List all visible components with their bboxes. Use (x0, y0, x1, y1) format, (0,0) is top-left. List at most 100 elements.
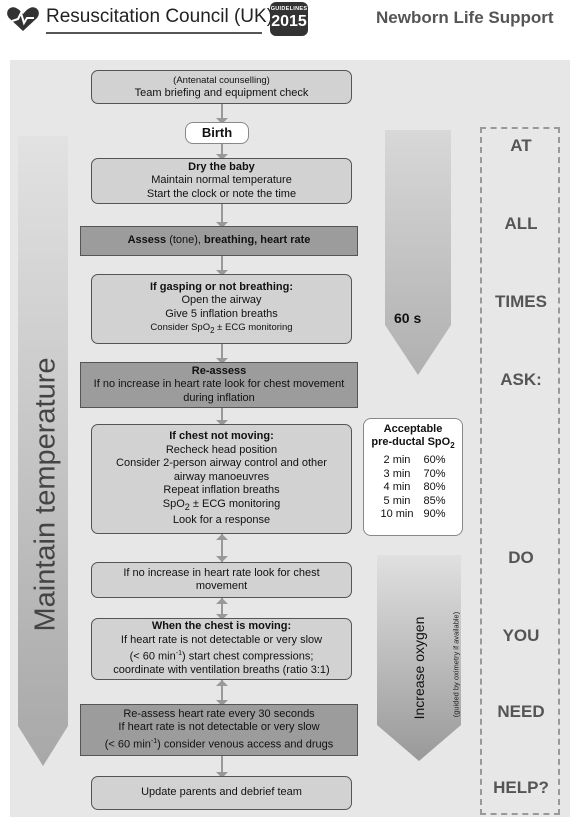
ask-word: ALL (504, 214, 538, 233)
sixty-seconds-label: 60 s (394, 310, 422, 326)
box-text: 2 (210, 325, 215, 335)
table-cell: 4 min (383, 481, 411, 494)
box-text: Open the airway (181, 294, 262, 307)
ask-for-help-column (480, 127, 560, 815)
chest-moving-box: When the chest is moving: If heart rate … (91, 618, 352, 680)
box-text: Give 5 inflation breaths (165, 307, 278, 320)
table-cell: 10 min (380, 508, 414, 521)
maintain-temperature-label: Maintain temperature (29, 357, 62, 632)
box-text: Consider 2-person airway control and oth… (116, 457, 327, 470)
team-briefing-box: (Antenatal counselling) Team briefing an… (91, 70, 352, 104)
connector (221, 204, 223, 226)
connector (221, 104, 223, 122)
not-breathing-box: If gasping or not breathing: Open the ai… (91, 274, 352, 344)
page-title: Newborn Life Support (376, 8, 554, 27)
look-chest-box: If no increase in heart rate look for ch… (91, 562, 352, 598)
connector (221, 256, 223, 274)
box-text: Team briefing and equipment check (134, 87, 309, 99)
dry-baby-box: Dry the baby Maintain normal temperature… (91, 158, 352, 204)
box-text: Repeat inflation breaths (163, 484, 280, 497)
increase-oxygen-label: Increase oxygen (411, 616, 427, 720)
header-divider (46, 32, 262, 34)
badge-label: GUIDELINES (270, 6, 308, 12)
connector (221, 144, 223, 158)
box-text: ± ECG monitoring (214, 322, 293, 334)
box-text: (< 60 min (104, 738, 151, 751)
box-text: Maintain normal temperature (151, 174, 292, 187)
box-text: (< 60 min (129, 650, 176, 663)
box-text: breathing, heart rate (204, 234, 311, 247)
table-cell: 80% (423, 481, 446, 494)
table-row: 4 min 80% (375, 481, 450, 495)
box-text: If heart rate is not detectable or very … (120, 633, 323, 646)
box-text: If heart rate is not detectable or very … (118, 721, 320, 734)
table-cell: 90% (423, 508, 446, 521)
box-text: If no increase in heart rate look for ch… (123, 566, 320, 579)
box-text: SpO (162, 497, 185, 510)
table-cell: 85% (423, 494, 446, 507)
box-text: ) consider venous access and drugs (157, 738, 334, 751)
box-text: Update parents and debrief team (141, 786, 302, 799)
ask-word: HELP? (493, 778, 549, 797)
box-text: (tone), (166, 234, 205, 247)
maintain-temperature-label-wrap: Maintain temperature (30, 290, 62, 690)
table-cell: 3 min (383, 467, 411, 480)
box-text: movement (195, 580, 248, 592)
connector (221, 598, 223, 618)
connector (221, 680, 223, 704)
connector (221, 408, 223, 424)
reassess-box: Re-assess If no increase in heart rate l… (80, 362, 358, 408)
increase-oxygen-arrow (377, 555, 461, 761)
table-row: 3 min 70% (375, 468, 450, 482)
ask-word: TIMES (495, 292, 547, 311)
ask-word: NEED (497, 702, 545, 721)
box-text: -1 (175, 650, 182, 658)
connector (221, 344, 223, 362)
table-cell: 60% (423, 454, 446, 467)
table-row: 10 min 90% (375, 508, 450, 522)
box-title: If chest not moving: (169, 430, 274, 443)
box-text: Re-assess heart rate every 30 seconds (123, 707, 315, 720)
box-text: If no increase in heart rate look for ch… (93, 378, 345, 391)
connector (221, 756, 223, 776)
guidelines-badge: GUIDELINES 2015 (270, 2, 308, 36)
box-text: Birth (201, 125, 233, 141)
spo2-table: Acceptable pre-ductal SpO2 2 min 60% 3 mi… (363, 418, 463, 536)
spo2-title: Acceptable (383, 423, 443, 435)
badge-year: 2015 (271, 13, 307, 30)
box-text: -1 (150, 737, 158, 745)
heart-rate-box: Re-assess heart rate every 30 seconds If… (80, 704, 358, 756)
box-text: Look for a response (172, 514, 271, 527)
assess-box: Assess (tone), breathing, heart rate (80, 226, 358, 256)
increase-oxygen-note: (guided by oximetry if available) (451, 611, 461, 718)
heart-logo-icon (7, 7, 39, 31)
birth-box: Birth (185, 122, 249, 144)
box-text: 2 (184, 501, 190, 512)
table-row: 2 min 60% (375, 454, 450, 468)
spo2-title: pre-ductal SpO (371, 436, 451, 448)
ask-word: DO (508, 548, 534, 567)
sixty-seconds-arrow (385, 130, 451, 375)
box-title: If gasping or not breathing: (150, 280, 293, 293)
box-text: airway manoeuvres (173, 470, 270, 483)
brand-name: Resuscitation Council (UK) (46, 6, 274, 27)
box-title: When the chest is moving: (151, 620, 292, 633)
debrief-box: Update parents and debrief team (91, 776, 352, 810)
table-cell: 70% (423, 467, 446, 480)
ask-word: ASK: (500, 370, 542, 389)
ask-word: YOU (502, 626, 540, 645)
box-text: Consider SpO (150, 322, 211, 334)
box-title: Dry the baby (188, 160, 255, 173)
box-text: coordinate with ventilation breaths (rat… (113, 664, 330, 677)
box-text: ) start chest compressions; (181, 650, 314, 663)
box-text: (Antenatal counselling) (173, 74, 270, 86)
ask-word: AT (510, 136, 532, 155)
maintain-temperature-arrow (18, 136, 68, 766)
connector (221, 534, 223, 562)
table-cell: 2 min (383, 454, 411, 467)
box-text: Recheck head position (165, 443, 278, 456)
spo2-title: 2 (450, 441, 455, 451)
